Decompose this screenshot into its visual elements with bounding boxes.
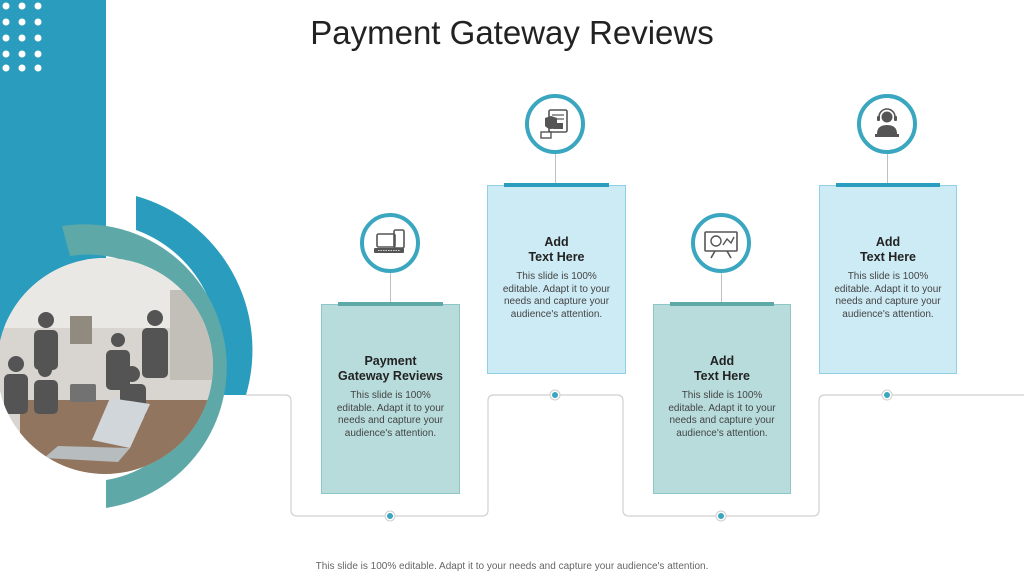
card-4: Add Text Here This slide is 100% editabl… [819, 183, 957, 374]
card-1: Payment Gateway Reviews This slide is 10… [321, 302, 460, 494]
footer-note: This slide is 100% editable. Adapt it to… [315, 561, 709, 572]
timeline-markers [384, 389, 893, 522]
card-2: Add Text Here This slide is 100% editabl… [487, 183, 626, 374]
support-agent-icon [857, 94, 917, 154]
card-title: Payment Gateway Reviews [338, 354, 443, 383]
stem [390, 273, 391, 304]
card-title: Add Text Here [528, 235, 585, 264]
presentation-board-icon [691, 213, 751, 273]
stem [555, 154, 556, 185]
card-body: This slide is 100% editable. Adapt it to… [502, 271, 611, 320]
card-body: This slide is 100% editable. Adapt it to… [834, 271, 942, 320]
stem [721, 273, 722, 304]
card-title: Add Text Here [859, 235, 917, 264]
secure-payment-icon [525, 94, 585, 154]
stem [887, 154, 888, 185]
card-body: This slide is 100% editable. Adapt it to… [668, 390, 776, 439]
card-title: Add Text Here [693, 354, 751, 383]
laptop-tablet-icon [360, 213, 420, 273]
card-body: This slide is 100% editable. Adapt it to… [336, 390, 445, 439]
page-title: Payment Gateway Reviews [310, 14, 714, 51]
dot-pattern [2, 2, 42, 72]
card-3: Add Text Here This slide is 100% editabl… [653, 302, 791, 494]
